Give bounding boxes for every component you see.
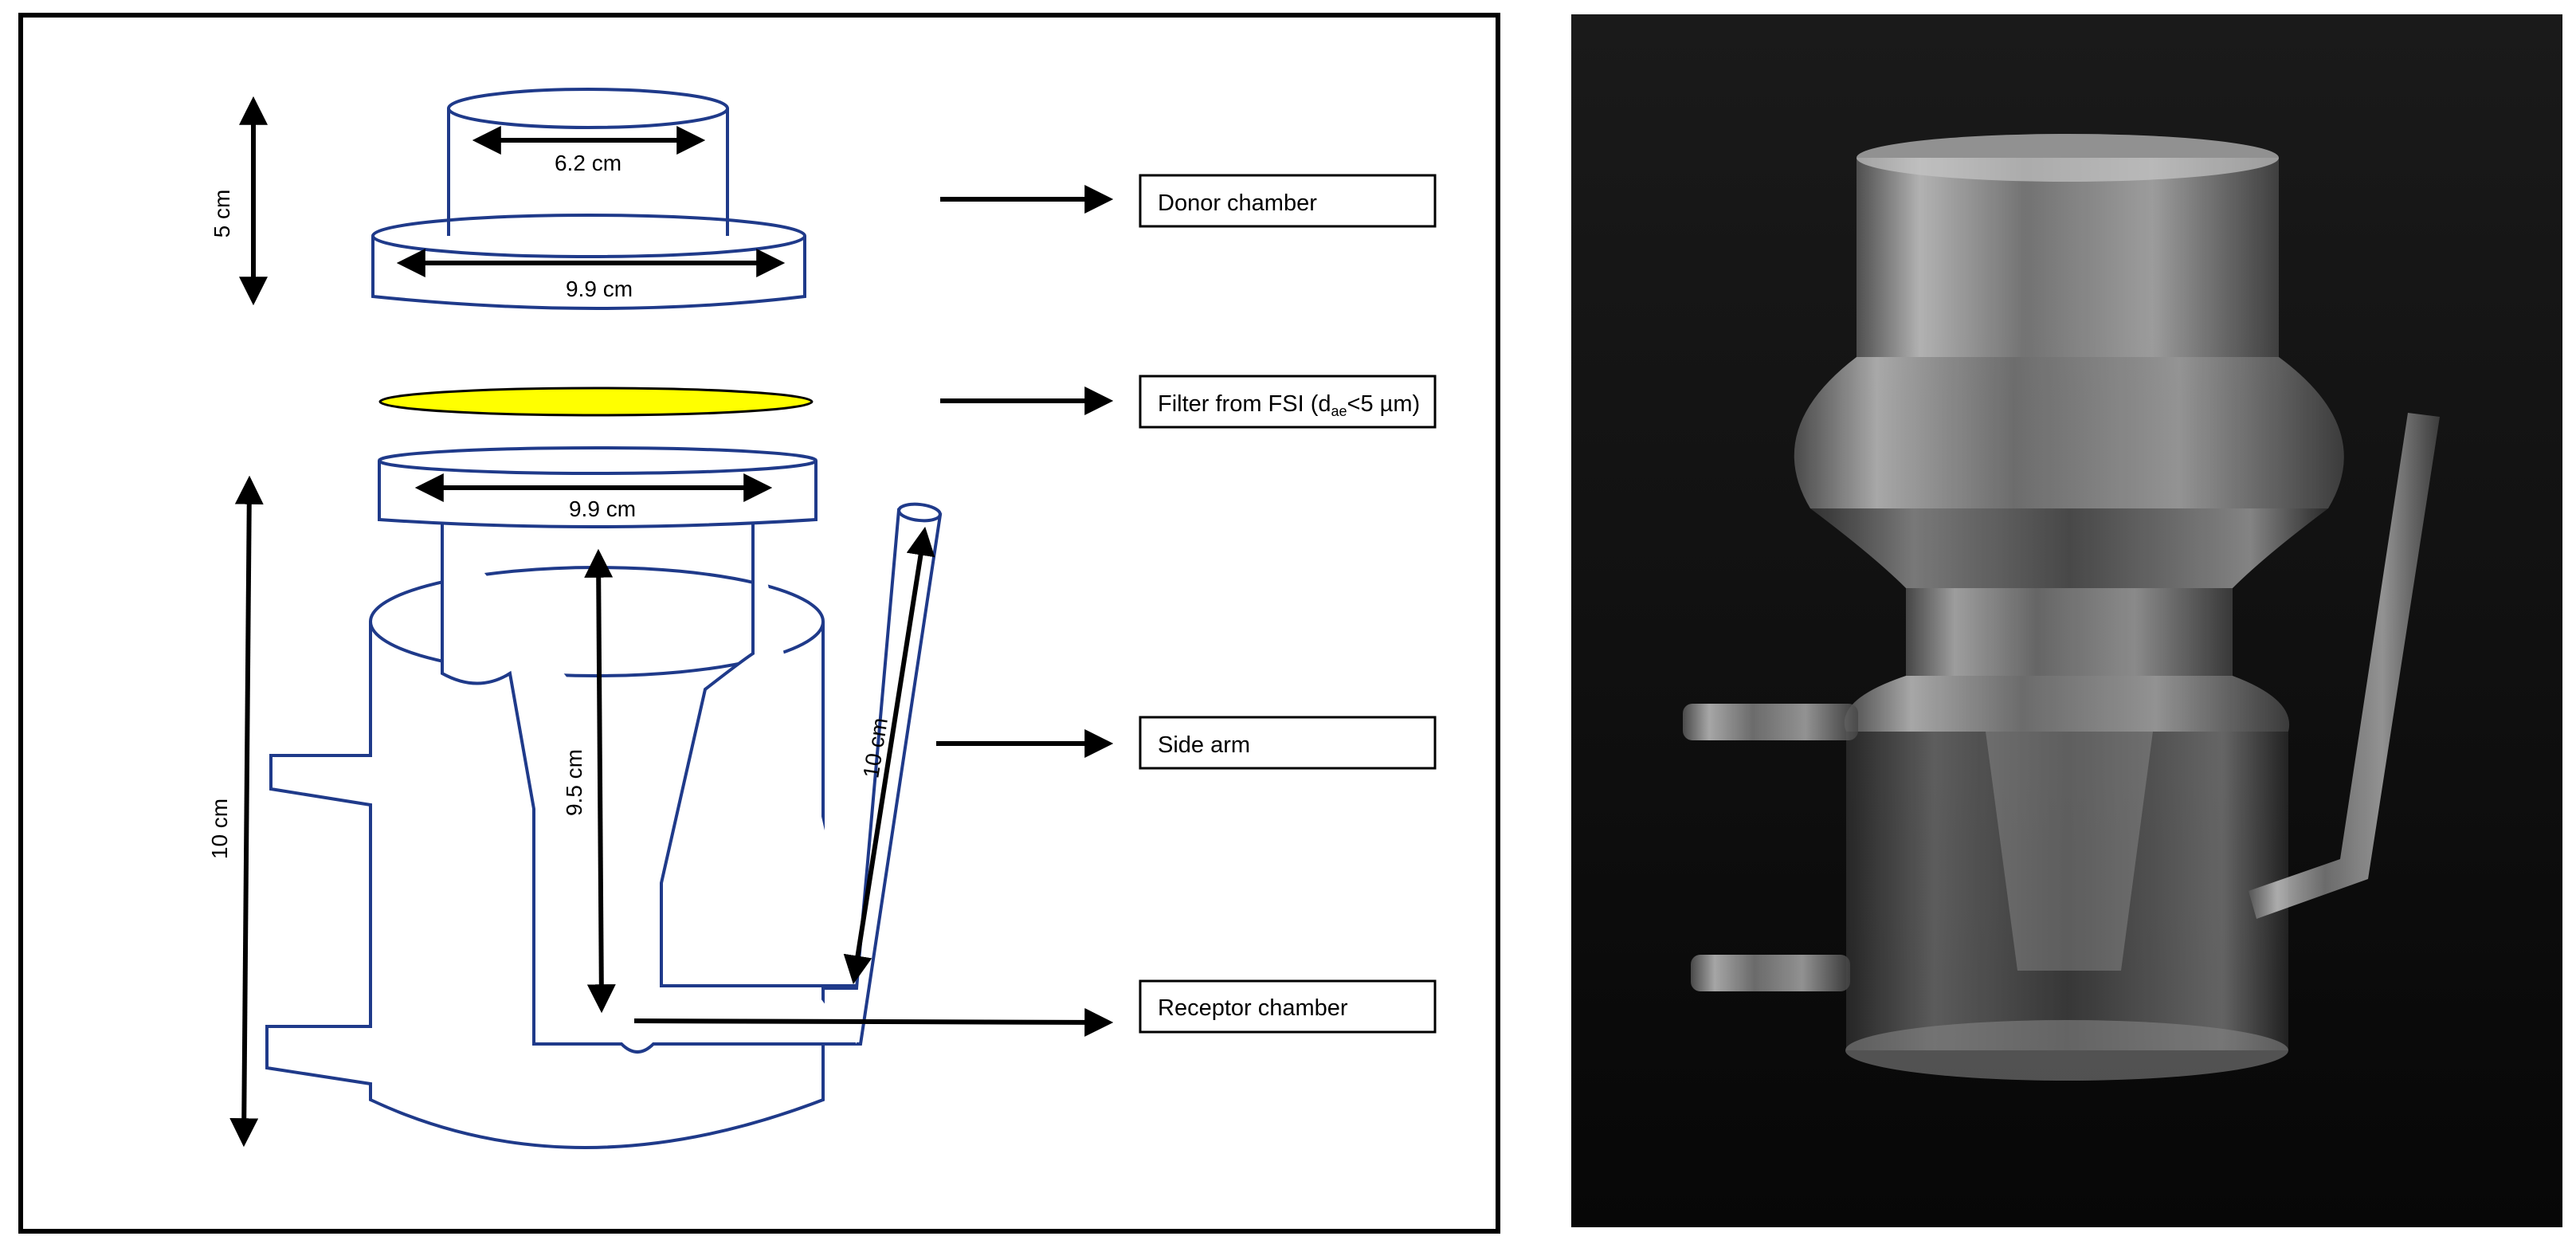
inner-tube-height-arrow	[584, 548, 616, 1014]
receptor-label-box	[1139, 979, 1437, 1034]
donor-base-width-label: 9.9 cm	[566, 277, 633, 301]
inner-tube-height-label: 9.5 cm	[562, 749, 586, 816]
receptor-chamber	[265, 446, 943, 1149]
filter-label: Filter from FSI (dae<5 µm)	[1158, 391, 1420, 419]
donor-label-box	[1139, 174, 1437, 228]
donor-label: Donor chamber	[1158, 190, 1317, 216]
side-arm-label: Side arm	[1158, 732, 1250, 758]
side-arm-label-box	[1139, 716, 1437, 770]
receptor-callout-arrow	[633, 1007, 1114, 1037]
franz-cell-diagram: 6.2 cm 9.9 cm 5 cm 9.9 cm 10 cm 9.5 cm 1…	[18, 13, 1500, 1234]
flange-width-label: 9.9 cm	[569, 496, 636, 521]
filter-label-subscript: ae	[1331, 403, 1347, 419]
receptor-height-label: 10 cm	[207, 799, 232, 859]
donor-top-width-label: 6.2 cm	[555, 151, 621, 175]
side-arm-length-arrow	[843, 526, 935, 985]
donor-height-label: 5 cm	[210, 190, 234, 238]
glass-apparatus	[1683, 134, 2440, 1081]
filter-disc	[378, 387, 814, 417]
glass-franz-cell-photo	[1571, 14, 2562, 1227]
filter-label-box	[1139, 375, 1437, 429]
receptor-label: Receptor chamber	[1158, 995, 1348, 1021]
receptor-height-arrow	[229, 475, 264, 1148]
